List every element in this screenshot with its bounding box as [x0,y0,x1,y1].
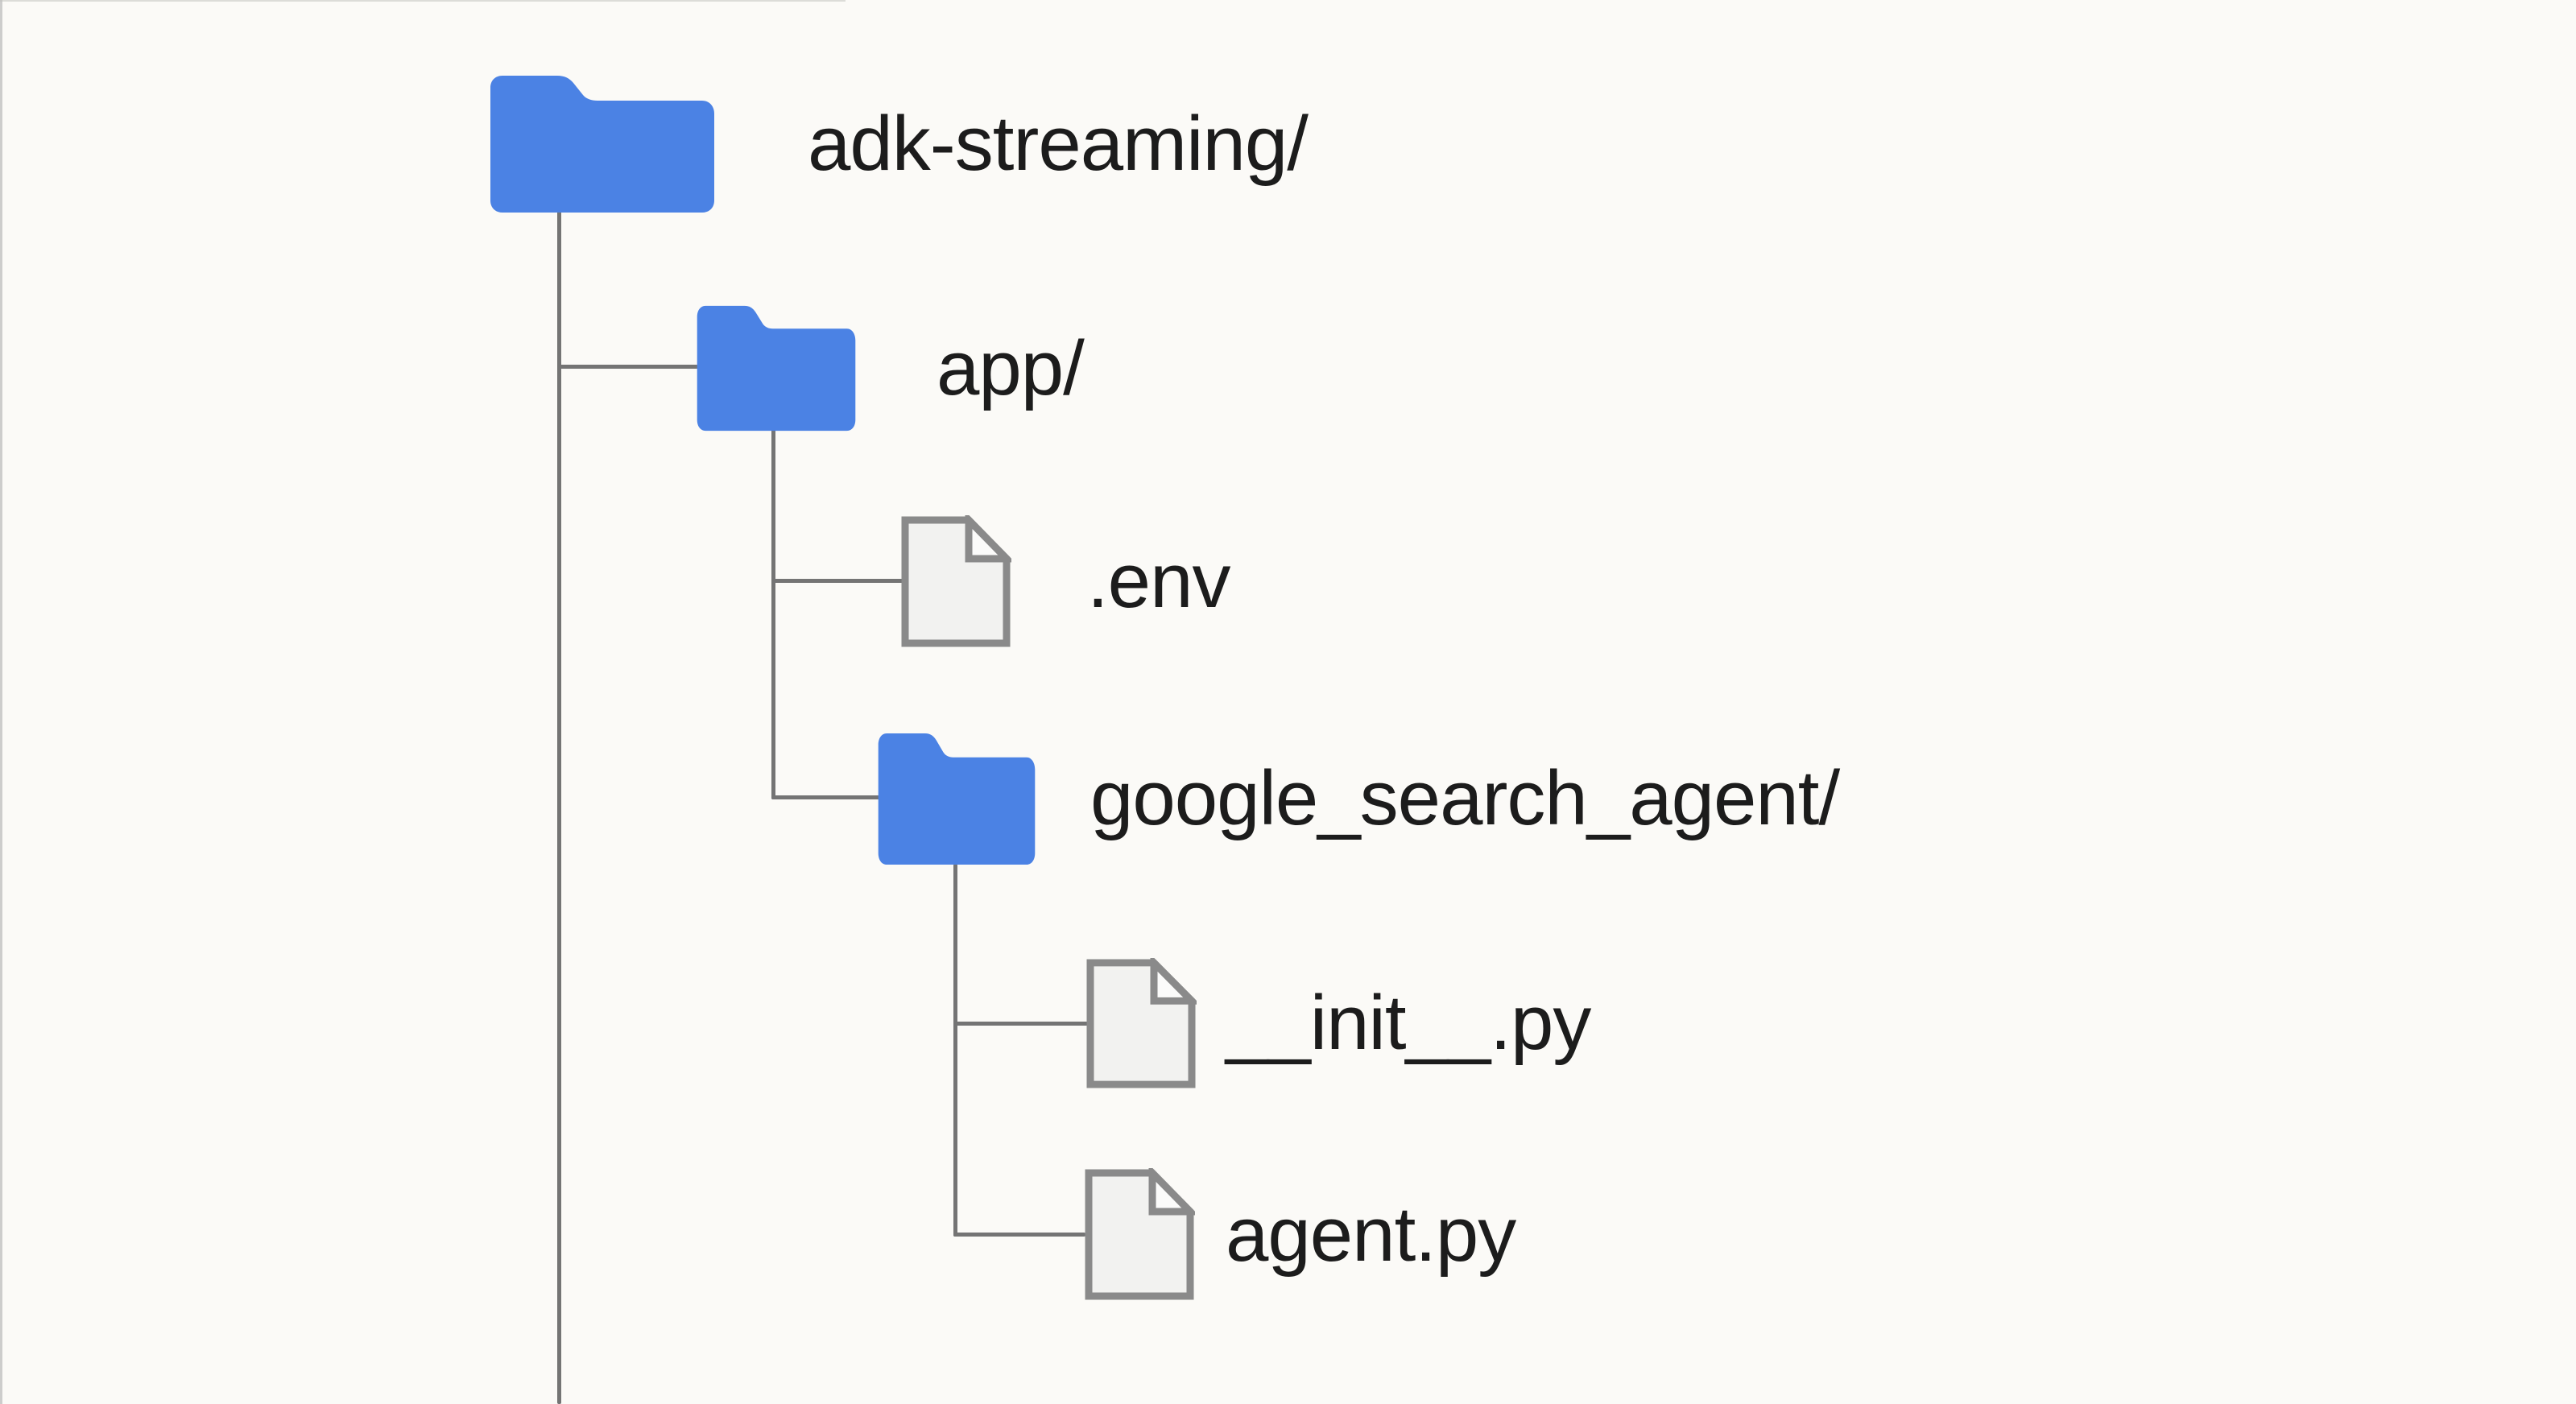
tree-connector-branch-env [771,579,904,583]
tree-node-label-init-py: __init__.py [1226,980,1591,1066]
frame-border-top [0,0,846,2]
folder-icon [697,305,856,432]
tree-connector-branch-google-search-agent [771,795,879,799]
file-icon [900,515,1011,648]
folder-icon [490,76,714,213]
tree-node-label-adk-streaming: adk-streaming/ [808,101,1309,187]
tree-connector-google-search-agent-trunk [953,864,957,1237]
tree-connector-branch-init-py [953,1022,1088,1026]
tree-connector-branch-app [557,365,698,369]
folder-icon [878,733,1036,865]
file-icon [1084,1168,1195,1301]
tree-node-label-app: app/ [937,325,1085,411]
file-icon [1085,958,1197,1089]
tree-node-label-env: .env [1087,538,1230,624]
tree-connector-branch-agent-py [953,1233,1085,1237]
frame-border-left [0,0,2,1404]
tree-node-label-agent-py: agent.py [1226,1191,1516,1278]
tree-connector-root-trunk [557,209,561,1404]
tree-connector-app-trunk [771,427,775,799]
tree-node-label-google-search-agent: google_search_agent/ [1090,755,1840,841]
